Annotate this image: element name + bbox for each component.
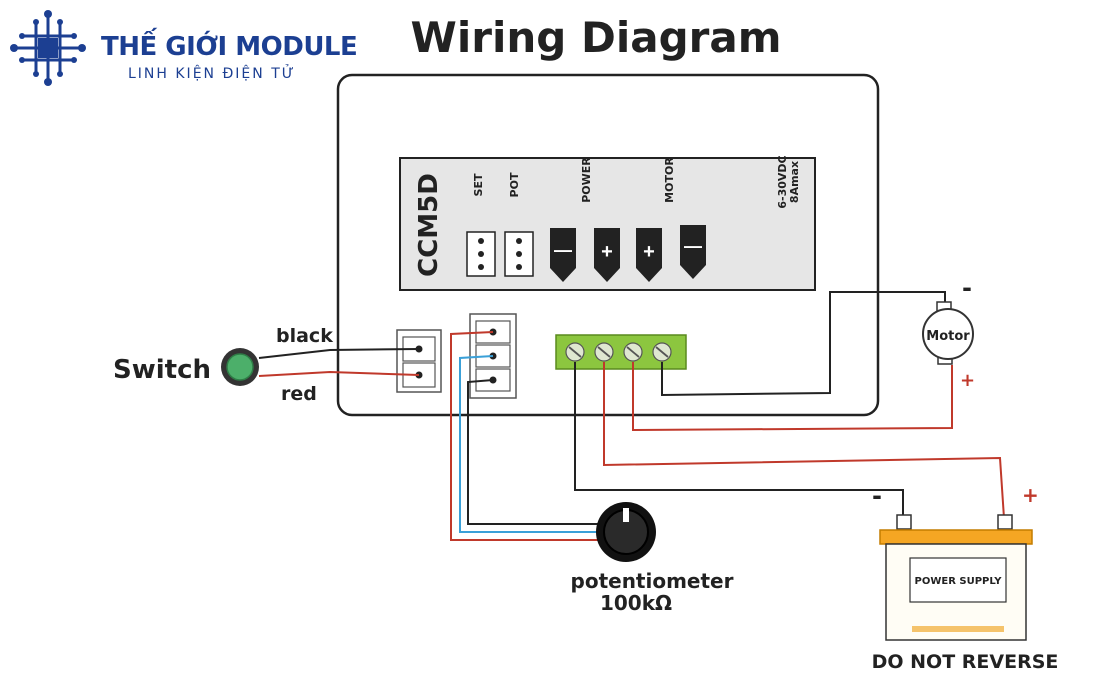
- pot-header: POT: [508, 172, 521, 197]
- motor-group-label: MOTOR: [663, 157, 676, 203]
- svg-text:+: +: [643, 241, 655, 263]
- switch-label: Switch: [113, 355, 211, 385]
- power-minus-terminal: —: [550, 228, 576, 282]
- power-supply-label: POWER SUPPLY: [915, 576, 1003, 587]
- reverse-warning: DO NOT REVERSE: [872, 651, 1059, 673]
- motor-icon: [922, 301, 974, 365]
- motor-minus-terminal: —: [680, 225, 706, 279]
- pot-red-wire: [450, 331, 600, 541]
- svg-text:+: +: [601, 241, 613, 263]
- switch-black-wire: [258, 348, 420, 359]
- supply-positive-wire: [603, 362, 1005, 519]
- motor-plus-terminal: +: [636, 228, 662, 282]
- switch-red-wire: [258, 370, 420, 377]
- red-wire-label: red: [281, 383, 317, 405]
- pot-blue-wire: [459, 355, 600, 533]
- motor-negative-wire: [661, 291, 946, 397]
- set-header-pins: [466, 231, 496, 277]
- svg-text:—: —: [684, 236, 702, 256]
- power-plus-terminal: +: [594, 228, 620, 282]
- switch-connector: [396, 329, 442, 393]
- motor-label: Motor: [926, 329, 970, 344]
- battery-icon: [879, 514, 1033, 641]
- rating-line-1: 6-30VDC: [776, 155, 789, 208]
- motor-positive-wire: [632, 362, 953, 432]
- supply-plus-sign: +: [1022, 483, 1039, 507]
- power-group-label: POWER: [580, 157, 593, 203]
- pot-black-wire: [467, 379, 600, 525]
- pot-header-pins: [504, 231, 534, 277]
- diagram-title: Wiring Diagram: [411, 13, 782, 62]
- potentiometer-value: 100kΩ: [600, 591, 672, 615]
- screw-terminal-block: [555, 334, 687, 370]
- brand-logo: THẾ GIỚI MODULE LINH KIỆN ĐIỆN TỬ: [8, 8, 358, 88]
- brand-tagline: LINH KIỆN ĐIỆN TỬ: [128, 66, 296, 82]
- motor-minus-sign: -: [962, 274, 972, 302]
- switch-button-icon: [221, 348, 259, 386]
- black-wire-label: black: [276, 325, 333, 347]
- supply-minus-sign: -: [872, 482, 882, 510]
- svg-text:—: —: [554, 240, 572, 260]
- model-label: CCM5D: [414, 173, 444, 277]
- rating-line-2: 8Amax: [788, 161, 801, 203]
- potentiometer-knob-icon: [596, 502, 656, 562]
- circuit-chip-icon: [10, 10, 86, 86]
- set-header: SET: [472, 173, 485, 196]
- potentiometer-label: potentiometer: [571, 569, 734, 593]
- brand-name: THẾ GIỚI MODULE: [101, 32, 358, 62]
- supply-negative-wire: [574, 362, 904, 518]
- motor-plus-sign: +: [960, 370, 975, 391]
